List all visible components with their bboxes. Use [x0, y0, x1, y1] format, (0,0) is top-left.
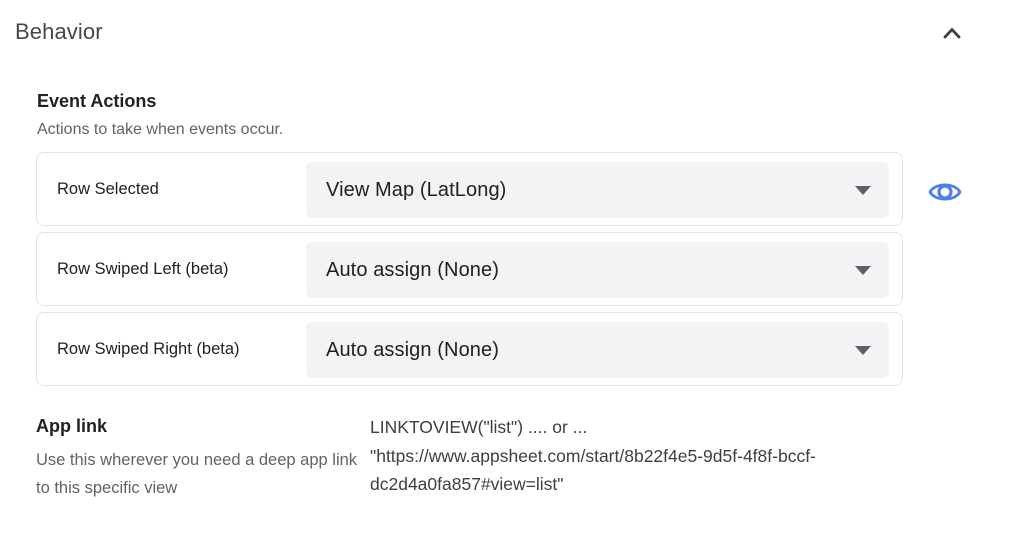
- event-row-row-swiped-left: Row Swiped Left (beta) Auto assign (None…: [36, 232, 903, 306]
- event-row-row-swiped-right: Row Swiped Right (beta) Auto assign (Non…: [36, 312, 903, 386]
- event-actions-title: Event Actions: [37, 91, 157, 111]
- selected-value: Auto assign (None): [326, 338, 500, 361]
- app-link-formula: LINKTOVIEW("list") .... or ...: [370, 417, 588, 437]
- row-swiped-left-action-select[interactable]: Auto assign (None): [306, 242, 889, 298]
- event-row-row-selected: Row Selected View Map (LatLong): [36, 152, 903, 226]
- row-selected-action-select[interactable]: View Map (LatLong): [306, 162, 889, 218]
- event-actions-subtitle: Actions to take when events occur.: [37, 121, 284, 138]
- caret-down-icon: [855, 185, 871, 195]
- selected-value: Auto assign (None): [326, 258, 500, 281]
- chevron-up-icon: [941, 25, 963, 41]
- collapse-section-button[interactable]: [936, 18, 968, 48]
- caret-down-icon: [855, 345, 871, 355]
- event-row-label: Row Selected: [57, 179, 159, 198]
- eye-icon: [927, 177, 963, 207]
- event-actions-list: Row Selected View Map (LatLong) Row Swip…: [36, 152, 903, 386]
- app-link-description: Use this wherever you need a deep app li…: [36, 451, 358, 497]
- app-link-value: LINKTOVIEW("list") .... or ... "https://…: [370, 413, 926, 499]
- caret-down-icon: [855, 265, 871, 275]
- app-link-url: "https://www.appsheet.com/start/8b22f4e5…: [370, 445, 816, 495]
- page-title: Behavior: [15, 19, 103, 44]
- event-row-label: Row Swiped Right (beta): [57, 339, 240, 358]
- row-swiped-right-action-select[interactable]: Auto assign (None): [306, 322, 889, 378]
- view-action-button[interactable]: [924, 175, 966, 209]
- selected-value: View Map (LatLong): [326, 178, 507, 201]
- app-link-title: App link: [36, 416, 107, 436]
- event-row-label: Row Swiped Left (beta): [57, 259, 229, 278]
